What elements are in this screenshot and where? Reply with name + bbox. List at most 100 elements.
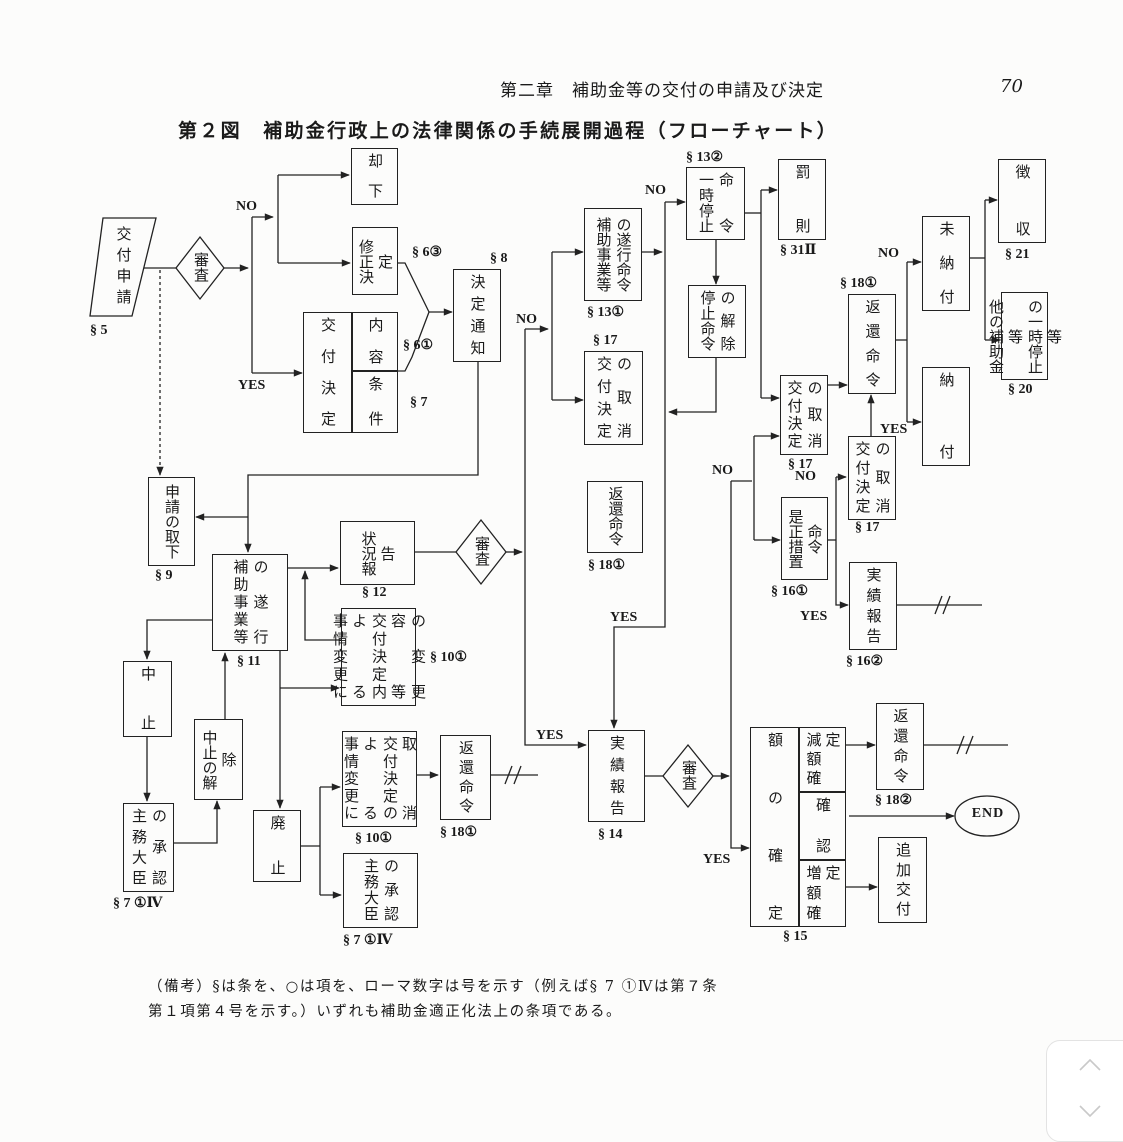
node-text: 交付決定	[785, 380, 804, 448]
node-text: 実績報告	[864, 567, 883, 643]
node-henko: 事情変更による交付決定内容等の変更	[331, 608, 427, 706]
remarks-line-2: 第１項第４号を示す。）いずれも補助金適正化法上の条項である。	[148, 1004, 623, 1020]
node-shomu-b: 主務大臣の承認	[343, 853, 418, 928]
node-text: 返還命令	[891, 708, 910, 783]
node-text: 交付決定	[319, 317, 337, 426]
branch-no-label: NO	[236, 199, 257, 214]
node-text: 罰則	[793, 164, 812, 233]
node-text: の解除	[718, 290, 737, 351]
branch-yes-label: YES	[610, 610, 638, 625]
node-hoka-teishi: 他の補助金等の一時停止等	[987, 292, 1063, 380]
page-scroll-widget[interactable]	[1046, 1040, 1123, 1142]
node-text: 追加交付	[894, 842, 912, 916]
section-reference-label: § 10①	[355, 831, 393, 846]
review-diamond-2	[455, 518, 507, 586]
branch-yes-label: YES	[880, 422, 908, 437]
node-jisseki-b: 実績報告	[588, 730, 645, 822]
node-text: 返還命令	[457, 740, 475, 813]
node-text: 補助事業等	[594, 217, 613, 292]
node-text: 確認	[814, 797, 832, 853]
section-reference-label: § 12	[362, 585, 387, 600]
node-bassoku: 罰則	[778, 159, 826, 240]
review-decision-label: 審査	[680, 760, 698, 790]
end-ellipse	[954, 795, 1020, 837]
node-text: 命令	[717, 172, 735, 233]
node-chushi: 中止	[123, 661, 172, 737]
node-torikeshi-a: 交付決定の取消	[584, 351, 643, 445]
node-zesei: 是正措置命令	[781, 497, 828, 580]
node-torikeshi-b: 交付決定の取消	[780, 375, 828, 455]
node-text: 事情変更による	[342, 736, 379, 820]
node-text: 実績報告	[608, 735, 626, 815]
node-henkan-c: 返還命令	[876, 703, 924, 790]
section-reference-label: § 18①	[840, 276, 878, 291]
node-text: 廃止	[268, 815, 287, 875]
branch-yes-label: YES	[536, 728, 564, 743]
node-minofu: 未納付	[922, 216, 970, 311]
node-text: 徴収	[1013, 164, 1032, 236]
node-text: 補助事業等	[231, 559, 250, 644]
node-naiyo: 内容	[352, 312, 398, 371]
node-ichiji-teishi: 一時停止命令	[686, 167, 745, 240]
section-reference-label: § 31Ⅱ	[780, 243, 817, 258]
section-reference-label: § 7	[410, 395, 428, 410]
node-text: 却下	[366, 153, 384, 198]
node-suiko-meirei: 補助事業等の遂行命令	[584, 208, 642, 301]
section-reference-label: § 13②	[686, 150, 724, 165]
chevron-up-icon[interactable]	[1077, 1053, 1103, 1079]
node-torikeshi-c: 交付決定の取消	[848, 436, 896, 520]
section-reference-label: § 11	[237, 654, 261, 669]
node-text: 主務大臣	[362, 858, 380, 921]
figure-title: 第２図 補助金行政上の法律関係の手続展開過程（フローチャート）	[178, 120, 839, 142]
node-text: 申請の取下	[163, 484, 181, 559]
section-reference-label: § 9	[155, 568, 173, 583]
node-henkan-a: 返還命令	[848, 294, 896, 394]
section-reference-label: § 16①	[771, 584, 809, 599]
branch-yes-label: YES	[703, 852, 731, 867]
review-diamond-3	[662, 743, 714, 809]
section-reference-label: § 20	[1008, 382, 1033, 397]
node-text: 決定通知	[468, 274, 487, 355]
section-reference-label: § 6①	[403, 338, 434, 353]
node-text: の遂行	[251, 559, 270, 644]
node-kofu-kettei: 交付決定	[303, 312, 352, 433]
node-jokyo: 状況報告	[340, 521, 415, 585]
node-text: の承認	[382, 858, 400, 921]
node-text: 事情変更による	[331, 613, 368, 699]
section-reference-label: § 7 ①Ⅳ	[113, 896, 163, 911]
section-reference-label: § 17	[593, 333, 618, 348]
node-text: 返還命令	[606, 486, 625, 546]
section-reference-label: § 6③	[412, 245, 443, 260]
node-kofu-shinsei: 交付申請	[100, 222, 146, 312]
node-henkan-mid: 返還命令	[587, 481, 643, 553]
node-text: 交付決定の取消	[381, 736, 418, 820]
node-shomu-a: 主務大臣の承認	[123, 803, 174, 892]
section-reference-label: § 14	[598, 827, 623, 842]
node-text: 減額確定	[804, 732, 842, 785]
application-parallelogram	[89, 217, 157, 317]
branch-no-label: NO	[795, 469, 816, 484]
chevron-down-icon[interactable]	[1077, 1097, 1103, 1123]
node-text: 一時停止	[697, 172, 715, 233]
node-suiko: 補助事業等の遂行	[212, 554, 288, 651]
node-torikeshi-jijo: 事情変更による交付決定の取消	[342, 731, 418, 827]
node-text: 未納付	[937, 221, 956, 304]
node-text: 中止	[139, 666, 157, 730]
node-text: 状況報告	[359, 530, 397, 576]
branch-no-label: NO	[712, 463, 733, 478]
section-reference-label: § 21	[1005, 247, 1030, 262]
remarks-line-1: （備考）§は条を、○は項を、ローマ数字は号を示す（例えば§ 7 ①Ⅳは第７条	[148, 979, 719, 995]
node-text: の取消	[873, 441, 892, 513]
node-teishi-kaijo: 停止命令の解除	[688, 285, 746, 358]
node-text: 内容	[366, 317, 385, 364]
review-diamond-1	[175, 235, 225, 301]
section-reference-label: § 7 ①Ⅳ	[343, 933, 393, 948]
node-kakunin: 確認	[799, 792, 846, 860]
node-text: の遂行命令	[614, 217, 633, 292]
node-text: 額の確定	[766, 732, 784, 920]
node-text: 交付決定	[595, 356, 613, 438]
node-text: の一時停止等	[1026, 298, 1063, 374]
node-text: の承認	[150, 808, 168, 885]
node-chushi-kaijo: 中止の解除	[194, 719, 243, 800]
node-text: の取消	[805, 380, 824, 448]
